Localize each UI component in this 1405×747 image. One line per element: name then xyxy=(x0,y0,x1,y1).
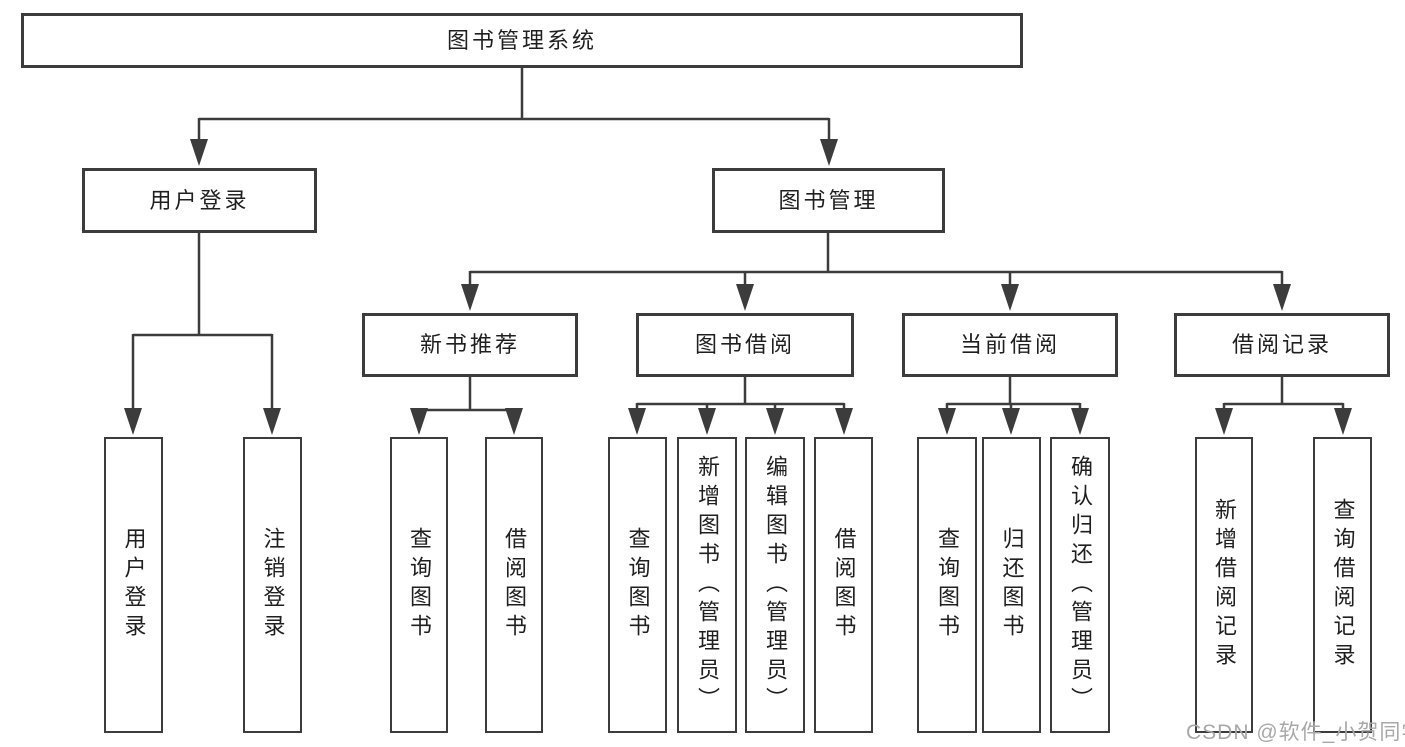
leaf-return-books-label: 归还图书 xyxy=(999,527,1025,643)
leaf-user-login: 用户登录 xyxy=(104,437,163,733)
node-user-login-label: 用户登录 xyxy=(149,187,250,213)
node-book-borrow: 图书借阅 xyxy=(636,313,854,377)
watermark: CSDN @软件_小贺同学 xyxy=(1186,721,1405,744)
node-book-management: 图书管理 xyxy=(712,168,945,233)
leaf-query-books-current: 查询图书 xyxy=(917,437,977,733)
node-borrow-records-label: 借阅记录 xyxy=(1231,332,1332,357)
leaf-logout-label: 注销登录 xyxy=(260,527,286,643)
leaf-add-book-admin-label: 新增图书（管理员） xyxy=(695,454,720,716)
leaf-borrow-books-recommend-label: 借阅图书 xyxy=(502,527,527,643)
leaf-query-books-current-label: 查询图书 xyxy=(935,527,960,643)
node-new-book-recommend: 新书推荐 xyxy=(362,313,578,377)
leaf-query-borrow-record-label: 查询借阅记录 xyxy=(1330,498,1356,672)
leaf-borrow-books-borrow: 借阅图书 xyxy=(814,437,873,733)
leaf-borrow-books-borrow-label: 借阅图书 xyxy=(831,527,857,643)
arrowheads xyxy=(124,139,1352,435)
leaf-edit-book-admin: 编辑图书（管理员） xyxy=(745,437,805,733)
leaf-add-book-admin: 新增图书（管理员） xyxy=(677,437,737,733)
leaf-borrow-books-recommend: 借阅图书 xyxy=(485,437,543,733)
node-root: 图书管理系统 xyxy=(21,13,1023,68)
node-root-label: 图书管理系统 xyxy=(446,27,597,53)
leaf-logout: 注销登录 xyxy=(243,437,302,733)
node-user-login: 用户登录 xyxy=(82,168,317,233)
node-current-borrow-label: 当前借阅 xyxy=(959,332,1060,357)
node-book-borrow-label: 图书借阅 xyxy=(694,332,795,357)
leaf-add-borrow-record: 新增借阅记录 xyxy=(1195,437,1253,733)
node-book-management-label: 图书管理 xyxy=(778,187,879,213)
leaf-query-books-recommend-label: 查询图书 xyxy=(407,527,432,643)
node-current-borrow: 当前借阅 xyxy=(902,313,1118,377)
node-new-book-recommend-label: 新书推荐 xyxy=(419,332,520,357)
leaf-confirm-return-admin: 确认归还（管理员） xyxy=(1050,437,1110,733)
leaf-query-books-borrow: 查询图书 xyxy=(608,437,667,733)
leaf-return-books: 归还图书 xyxy=(982,437,1041,733)
leaf-query-books-recommend: 查询图书 xyxy=(390,437,448,733)
node-borrow-records: 借阅记录 xyxy=(1174,313,1390,377)
leaf-query-books-borrow-label: 查询图书 xyxy=(625,527,651,643)
leaf-add-borrow-record-label: 新增借阅记录 xyxy=(1212,498,1237,672)
leaf-user-login-label: 用户登录 xyxy=(121,527,147,643)
leaf-edit-book-admin-label: 编辑图书（管理员） xyxy=(763,454,788,716)
leaf-query-borrow-record: 查询借阅记录 xyxy=(1313,437,1372,733)
leaf-confirm-return-admin-label: 确认归还（管理员） xyxy=(1068,454,1093,716)
